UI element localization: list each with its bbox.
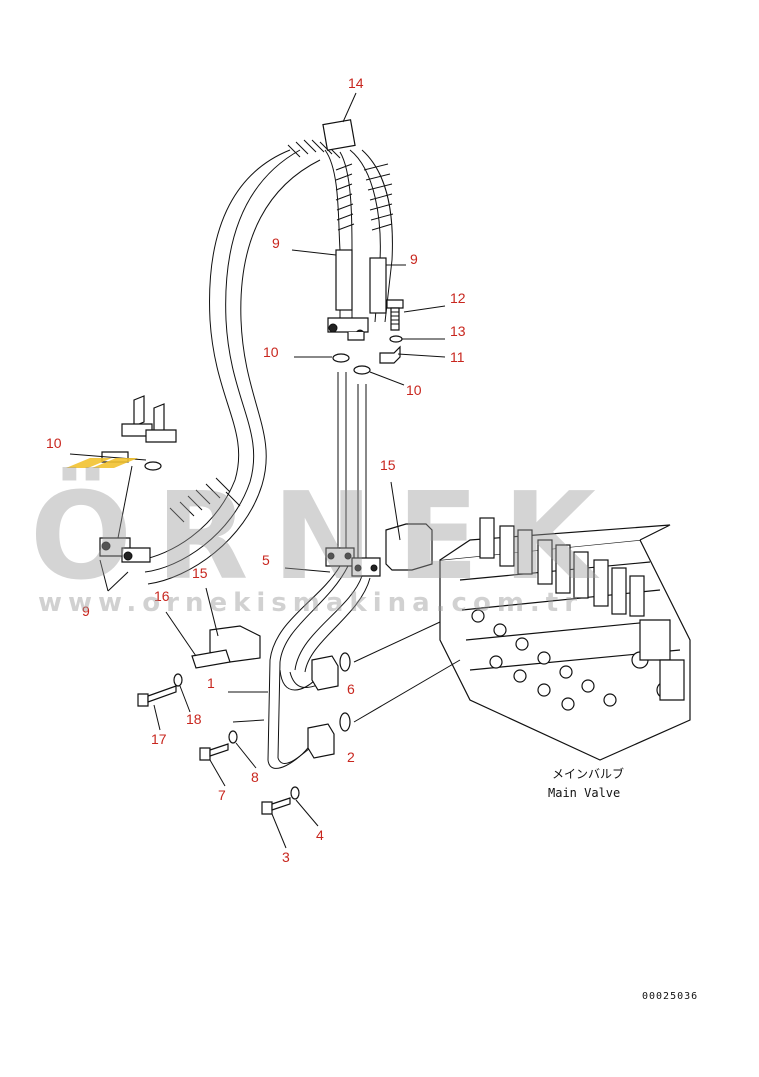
valve-spools bbox=[479, 517, 645, 617]
plate-16 bbox=[191, 649, 231, 669]
callout-10-b: 10 bbox=[406, 382, 422, 398]
washer-13 bbox=[389, 335, 403, 343]
washer-4 bbox=[290, 786, 300, 800]
callout-13: 13 bbox=[450, 323, 466, 339]
callout-9-c: 9 bbox=[82, 603, 90, 619]
spiral-guard bbox=[169, 139, 394, 523]
callout-16: 16 bbox=[154, 588, 170, 604]
callout-17: 17 bbox=[151, 731, 167, 747]
bolt-7 bbox=[199, 743, 229, 761]
callout-7: 7 bbox=[218, 787, 226, 803]
callout-2: 2 bbox=[347, 749, 355, 765]
washer-8 bbox=[228, 730, 238, 744]
hose-end-fitting-right bbox=[327, 317, 369, 341]
o-ring-6 bbox=[339, 652, 351, 672]
callout-6: 6 bbox=[347, 681, 355, 697]
callout-18: 18 bbox=[186, 711, 202, 727]
watermark: ÖRNEK www.ornekismakina.com.tr bbox=[30, 458, 620, 618]
callout-14: 14 bbox=[348, 75, 364, 91]
watermark-accent-mark bbox=[66, 458, 138, 468]
o-ring-2 bbox=[339, 712, 351, 732]
callout-5: 5 bbox=[262, 552, 270, 568]
drawing-code: 00025036 bbox=[642, 991, 698, 1002]
clamp-set-left bbox=[101, 395, 177, 463]
flange-lower bbox=[307, 723, 335, 759]
callout-9-b: 9 bbox=[410, 251, 418, 267]
callout-11: 11 bbox=[450, 349, 465, 365]
watermark-brand: ÖRNEK bbox=[30, 467, 620, 607]
o-ring-10-c bbox=[144, 461, 162, 471]
callout-15-a: 15 bbox=[380, 457, 396, 473]
main-valve-caption-jp: メインバルブ bbox=[552, 766, 624, 781]
washer-18 bbox=[173, 673, 183, 687]
main-valve-caption-en: Main Valve bbox=[548, 786, 620, 800]
callout-8: 8 bbox=[251, 769, 259, 785]
spacer-15-upper bbox=[385, 523, 433, 571]
callout-10-a: 10 bbox=[263, 344, 279, 360]
main-valve bbox=[439, 517, 691, 761]
callout-3: 3 bbox=[282, 849, 290, 865]
o-ring-10-b bbox=[353, 365, 371, 375]
bolt-12 bbox=[386, 299, 404, 331]
clamp-11 bbox=[379, 345, 401, 364]
callout-1: 1 bbox=[207, 675, 215, 691]
callouts: 14 9 9 12 13 11 10 10 10 15 5 15 16 9 1 … bbox=[46, 75, 466, 865]
callout-9-a: 9 bbox=[272, 235, 280, 251]
callout-10-c: 10 bbox=[46, 435, 62, 451]
bolt-17 bbox=[137, 685, 177, 707]
bolt-3 bbox=[261, 797, 291, 815]
o-ring-10-a bbox=[332, 353, 350, 363]
callout-12: 12 bbox=[450, 290, 466, 306]
callout-4: 4 bbox=[316, 827, 324, 843]
hose-bundle bbox=[139, 119, 394, 585]
hose-end-fitting-left bbox=[99, 537, 151, 563]
watermark-url: www.ornekismakina.com.tr bbox=[38, 588, 583, 618]
callout-15-b: 15 bbox=[192, 565, 208, 581]
flange-upper bbox=[311, 655, 339, 691]
